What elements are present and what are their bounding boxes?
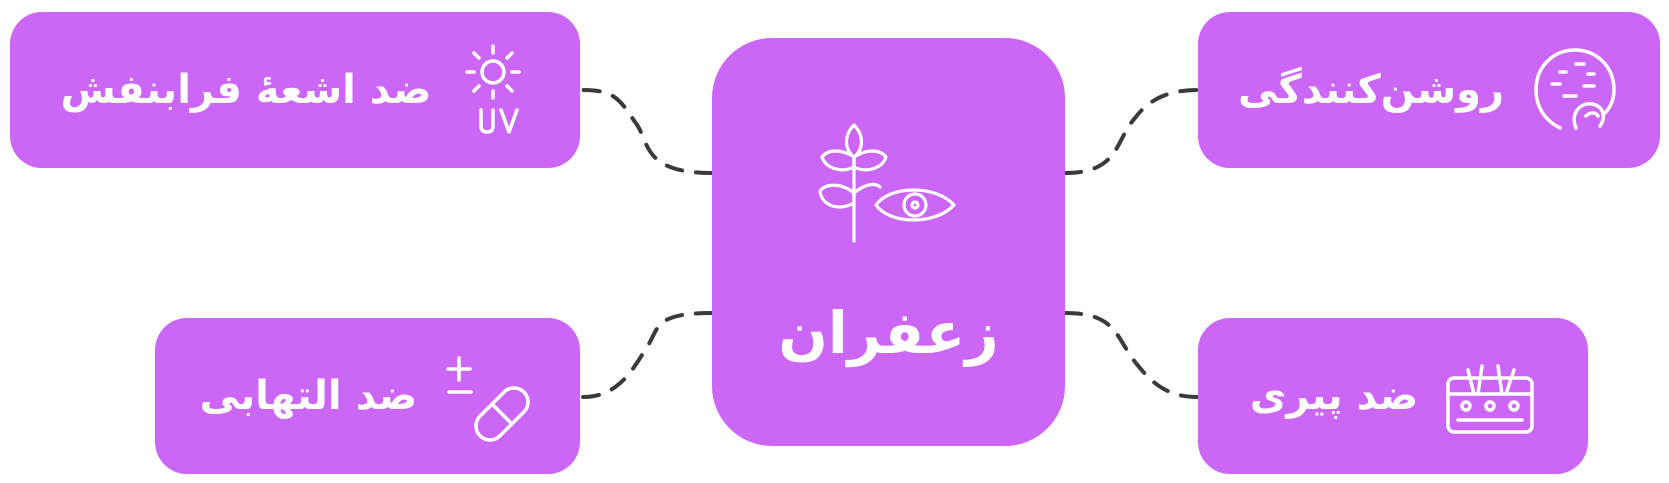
connector-top-right xyxy=(1063,88,1200,175)
node-anti-inflammatory-label: ضد التهابی xyxy=(199,373,418,419)
node-anti-aging: ضد پیری xyxy=(1198,318,1588,474)
connector-bottom-right xyxy=(1063,311,1200,399)
pill-plus-minus-icon xyxy=(443,350,535,442)
connector-top-left xyxy=(581,88,714,175)
sun-uv-icon xyxy=(457,42,529,138)
node-anti-inflammatory: ضد التهابی xyxy=(155,318,580,474)
node-anti-aging-label: ضد پیری xyxy=(1249,373,1419,419)
node-anti-uv: ضد اشعهٔ فرابنفش xyxy=(10,12,580,168)
central-topic-saffron: زعفران xyxy=(712,38,1065,446)
skin-layers-icon xyxy=(1444,354,1536,438)
node-anti-uv-label: ضد اشعهٔ فرابنفش xyxy=(60,67,432,113)
connector-bottom-left xyxy=(581,311,714,399)
saffron-plant-eye-icon xyxy=(814,117,964,247)
node-brightening: روشن‌کنندگی xyxy=(1198,12,1660,168)
node-brightening-label: روشن‌کنندگی xyxy=(1238,67,1504,113)
central-topic-label: زعفران xyxy=(778,299,999,367)
face-glow-icon xyxy=(1530,44,1620,136)
